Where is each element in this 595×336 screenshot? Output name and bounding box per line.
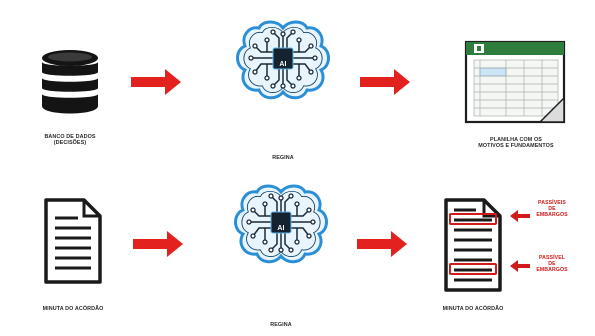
callout-bottom-line3: EMBARGOS	[536, 267, 568, 273]
database-icon	[42, 50, 98, 114]
chip-label: AI	[279, 61, 287, 68]
callout-top-line2: DE	[548, 206, 556, 212]
callout-top-line3: EMBARGOS	[536, 212, 568, 218]
highlighted-document-label: MINUTA DO ACÓRDÃO	[442, 306, 504, 312]
callout-top-line1: PASSÍVEIS	[538, 200, 566, 206]
arrow-right-icon	[357, 231, 407, 257]
spreadsheet-label-line2: MOTIVOS E FUNDAMENTOS	[478, 143, 554, 150]
spreadsheet-label: PLANILHA COM OS MOTIVOS E FUNDAMENTOS	[456, 137, 576, 150]
database-label: BANCO DE DADOS (DECISÕES)	[20, 134, 120, 147]
document-icon	[44, 198, 102, 284]
callout-embargos-top: PASSÍVEIS DE EMBARGOS	[527, 200, 577, 218]
callout-embargos-bottom: PASSÍVEL DE EMBARGOS	[527, 255, 577, 273]
spreadsheet-icon	[464, 40, 566, 124]
callout-bottom-line1: PASSÍVEL	[538, 255, 566, 261]
callout-bottom-line2: DE	[548, 261, 556, 267]
database-label-line2: (DECISÕES)	[53, 140, 87, 147]
brain-label: REGINA	[272, 155, 294, 161]
spreadsheet-label-line1: PLANILHA COM OS	[490, 137, 542, 143]
database-label-line1: BANCO DE DADOS	[44, 134, 96, 140]
arrow-right-icon	[360, 69, 410, 95]
highlighted-document-icon	[444, 198, 530, 292]
brain-label: REGINA	[270, 322, 292, 328]
arrow-right-icon	[131, 69, 181, 95]
document-label: MINUTA DO ACÓRDÃO	[42, 306, 104, 312]
chip-label: AI	[277, 225, 285, 232]
arrow-right-icon	[133, 231, 183, 257]
